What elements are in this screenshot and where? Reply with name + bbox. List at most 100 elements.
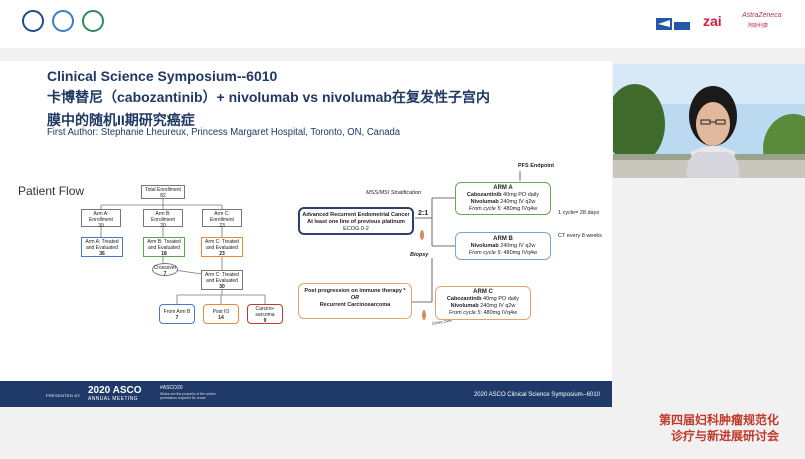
arm-a-drug1-name: Cabozantinib xyxy=(466,192,502,198)
arm-c-title: ARM C xyxy=(473,289,493,295)
footer-hashtag: #ASCO20 xyxy=(160,385,183,391)
post-progression-box: Post progression on immune therapy * OR … xyxy=(298,283,412,319)
arm-a-drug1: Cabozantinib 40mg PO daily xyxy=(456,192,550,199)
slide-title-cn-line1: 卡博替尼（cabozantinib）+ nivolumab vs nivolum… xyxy=(47,89,490,105)
arm-a-cycle-label: From cycle 5 xyxy=(468,206,501,212)
arm-b-title: ARM B xyxy=(493,236,513,242)
flow-total-label: Total Enrollment xyxy=(145,187,181,193)
flow-arm-a-treated-value: 36 xyxy=(99,251,105,257)
population-line1: Advanced Recurrent Endometrial Cancer xyxy=(302,212,410,218)
flow-arm-c-treated2-label: Arm C: Treated and Evaluated xyxy=(205,272,239,284)
institution-logo-1 xyxy=(22,10,44,32)
conference-title-line2: 诊疗与新进展研讨会 xyxy=(670,429,779,443)
conference-title-line1: 第四届妇科肿瘤规范化 xyxy=(658,413,779,427)
flow-arm-c-treated2-value: 30 xyxy=(219,284,225,290)
presentation-slide: Clinical Science Symposium--6010 卡博替尼（ca… xyxy=(0,61,612,407)
flow-arm-b-enroll-value: 20 xyxy=(160,223,166,229)
flow-crossover-label: Crossover xyxy=(153,265,177,271)
arm-b-drug-dose: 240mg IV q2w xyxy=(498,243,536,249)
post-line1: Post progression on immune therapy * xyxy=(304,288,406,294)
post-line2: Recurrent Carcinosarcoma xyxy=(319,302,391,308)
arm-a-cycle-dose: : 480mg IVq4w xyxy=(500,206,538,212)
biopsy-label: Biopsy xyxy=(410,252,429,258)
arm-b-cycle: From cycle 5: 480mg IVq4w xyxy=(456,250,550,257)
flow-arm-a-treated-label: Arm A: Treated and Evaluated xyxy=(85,239,119,251)
randomization-ratio: 2:1 xyxy=(418,210,429,217)
arm-c-cycle-dose: : 480mg IVq4w xyxy=(480,310,518,316)
flow-arm-c-enroll-label: Arm C: Enrollment xyxy=(210,211,234,223)
flow-connectors xyxy=(100,171,521,320)
top-logo-bar: zai AstraZeneca 阿斯利康 xyxy=(0,0,805,48)
cycle-note: 1 cycle= 28 days xyxy=(558,210,600,216)
arm-a-drug2-name: Nivolumab xyxy=(470,199,499,205)
flow-from-arm-b-value: 7 xyxy=(175,315,179,321)
arm-a-title: ARM A xyxy=(493,185,513,191)
post-or: OR xyxy=(350,295,360,301)
arm-b-box: ARM B Nivolumab 240mg IV q2w From cycle … xyxy=(455,232,551,260)
footer-session: 2020 ASCO Clinical Science Symposium--60… xyxy=(473,392,600,398)
institution-logo-3 xyxy=(82,10,104,32)
sponsor-astrazeneca: AstraZeneca xyxy=(742,12,782,19)
flow-arm-c-treated1-value: 23 xyxy=(219,251,225,257)
flow-arm-c-enroll-value: 23 xyxy=(219,223,225,229)
slide-title-cn-line2: 膜中的随机II期研究癌症 xyxy=(47,112,195,128)
arm-b-drug-name: Nivolumab xyxy=(470,243,499,249)
footer-asco-logo: 2020 ASCO xyxy=(88,385,142,396)
arm-a-drug2: Nivolumab 240mg IV q2w xyxy=(456,199,550,206)
population-line2: At least one line of previous platinum xyxy=(307,219,405,225)
patient-flow-label: Patient Flow xyxy=(18,184,85,198)
slide-author: First Author: Stephanie Lheureux, Prince… xyxy=(47,127,401,138)
flow-arm-b-treated-value: 18 xyxy=(161,251,167,257)
arm-a-drug1-dose: 40mg PO daily xyxy=(501,192,540,198)
flow-total-value: 82 xyxy=(160,193,166,199)
flow-arm-a-enroll-label: Arm A: Enrollment xyxy=(89,211,113,223)
arm-c-cycle: From cycle 5: 480mg IVq4w xyxy=(436,310,530,317)
flow-post-io-value: 14 xyxy=(218,315,224,321)
speaker-webcam-video xyxy=(613,64,805,178)
slide-title-en: Clinical Science Symposium--6010 xyxy=(47,68,278,84)
sponsor-zai: zai xyxy=(703,13,722,29)
arm-b-drug2: Nivolumab 240mg IV q2w xyxy=(456,243,550,250)
flow-arm-b-treated-label: Arm B: Treated and Evaluated xyxy=(147,239,181,251)
footer-copyright: Slides are the property of the author pe… xyxy=(160,392,216,400)
flow-arm-c-treated1-label: Arm C: Treated and Evaluated xyxy=(205,239,239,251)
stratification-label: MSS/MSI Stratification xyxy=(366,190,422,196)
arm-a-drug2-dose: 240mg IV q2w xyxy=(498,199,536,205)
institution-logo-2 xyxy=(52,10,74,32)
arm-a-box: ARM A Cabozantinib 40mg PO daily Nivolum… xyxy=(455,182,551,215)
slide-title-cn: 卡博替尼（cabozantinib）+ nivolumab vs nivolum… xyxy=(47,87,490,130)
arm-c-drug2-name: Nivolumab xyxy=(450,303,479,309)
population-box: Advanced Recurrent Endometrial Cancer At… xyxy=(298,207,414,235)
slide-footer: PRESENTED AT: 2020 ASCO ANNUAL MEETING #… xyxy=(0,381,612,407)
footer-presented-at: PRESENTED AT: xyxy=(46,393,81,398)
footer-annual-meeting: ANNUAL MEETING xyxy=(88,396,138,402)
sponsor-astrazeneca-cn: 阿斯利康 xyxy=(748,23,769,29)
flow-carcinosarcoma-label: Carcino-sarcoma xyxy=(255,306,275,318)
conference-title: 第四届妇科肿瘤规范化 诊疗与新进展研讨会 xyxy=(640,412,805,444)
flow-arm-b-enroll-label: Arm B: Enrollment xyxy=(151,211,175,223)
pfs-endpoint-label: PFS Endpoint xyxy=(518,163,555,169)
arm-b-cycle-dose: : 480mg IVq4w xyxy=(500,250,538,256)
flow-post-io-label: Post IO xyxy=(212,309,230,315)
ct-note: CT every 8 weeks xyxy=(558,233,602,239)
arm-c-drug1-name: Cabozantinib xyxy=(446,296,482,302)
flow-arm-a-enroll-value: 39 xyxy=(98,223,104,229)
arm-c-drug1: Cabozantinib 40mg PO daily xyxy=(436,296,530,303)
arm-c-drug2: Nivolumab 240mg IV q2w xyxy=(436,303,530,310)
population-line3: ECOG 0-2 xyxy=(343,226,369,232)
arm-c-cycle-label: From cycle 5 xyxy=(448,310,481,316)
arm-a-cycle: From cycle 5: 480mg IVq4w xyxy=(456,206,550,213)
arm-c-box: ARM C Cabozantinib 40mg PO daily Nivolum… xyxy=(435,286,531,320)
